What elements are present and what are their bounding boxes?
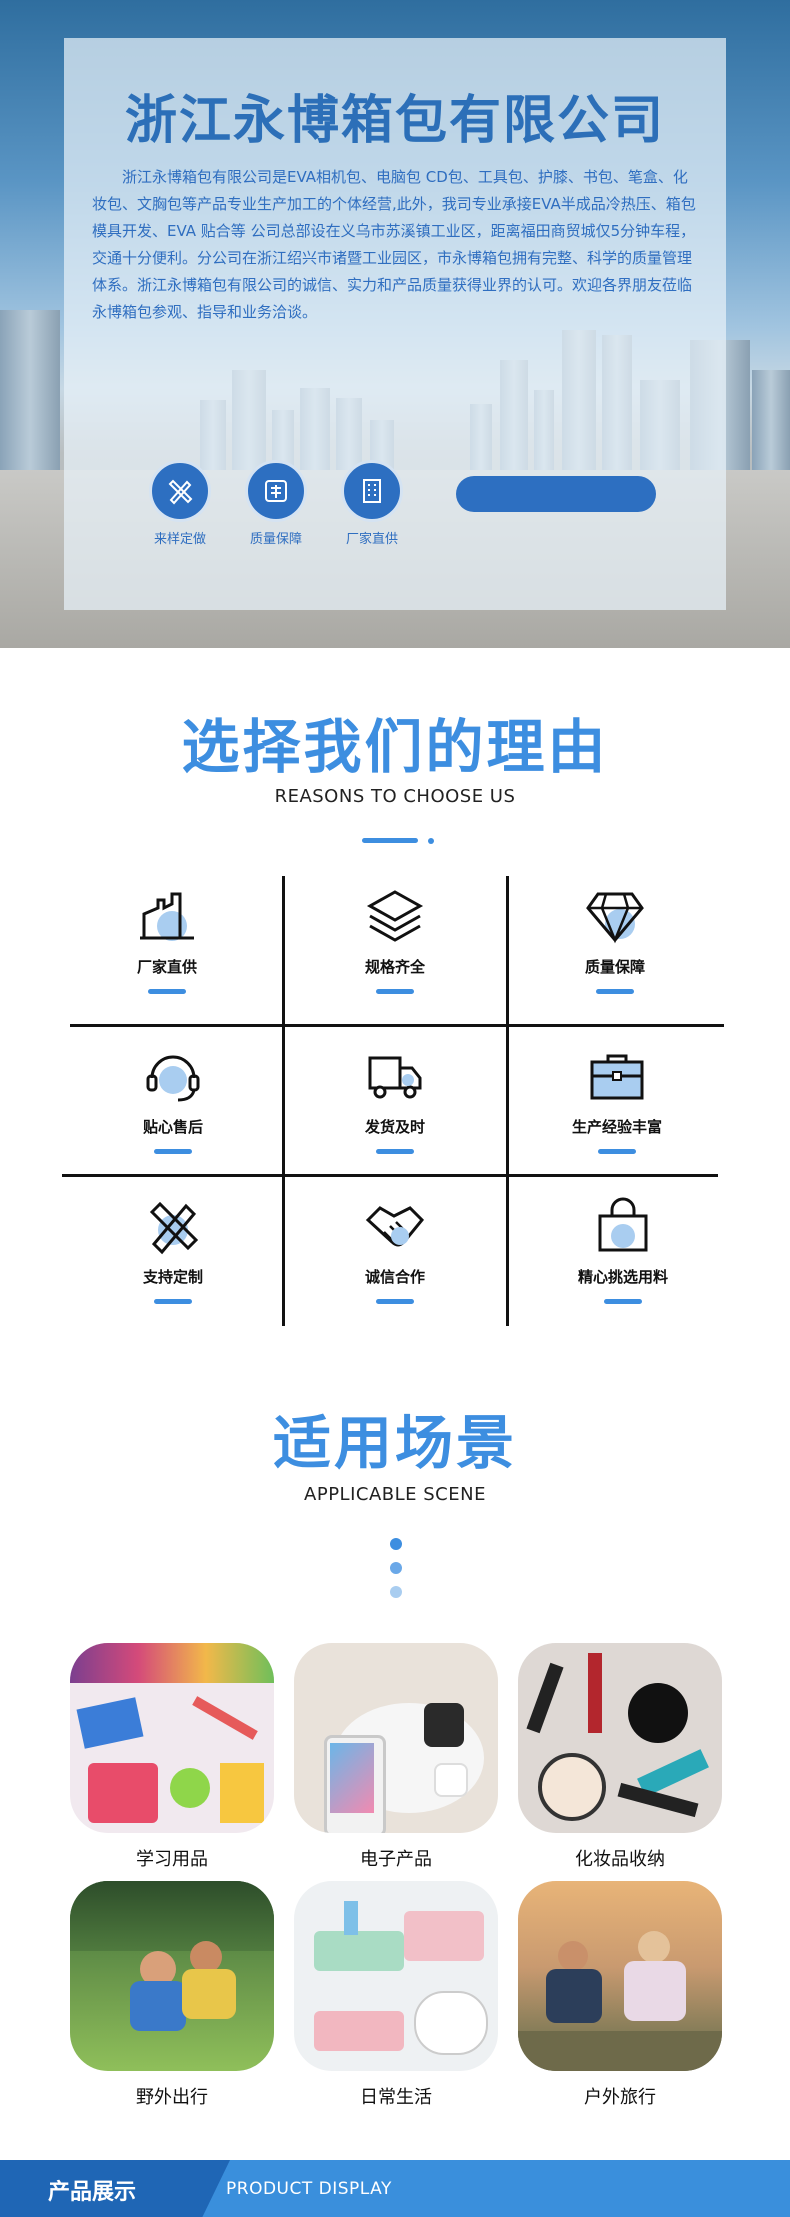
hero-cta-button[interactable] bbox=[456, 476, 656, 512]
grid-line bbox=[62, 1174, 718, 1177]
handshake-icon bbox=[364, 1196, 426, 1258]
feature-factory: 厂家直供 bbox=[324, 460, 420, 547]
reason-label: 发货及时 bbox=[364, 1118, 425, 1136]
scene-image bbox=[70, 1881, 274, 2071]
product-display-tab bbox=[0, 2160, 230, 2217]
reason-underline bbox=[154, 1149, 192, 1154]
scenes-title: 适用场景 bbox=[272, 1409, 517, 1477]
scene-stationery[interactable]: 学习用品 bbox=[70, 1643, 274, 1871]
grid-line bbox=[506, 876, 509, 1326]
reason-delivery: 发货及时 bbox=[290, 1046, 500, 1154]
product-display-subtitle: PRODUCT DISPLAY bbox=[226, 2179, 392, 2199]
factory-icon bbox=[136, 886, 198, 948]
scene-travel[interactable]: 户外旅行 bbox=[518, 1881, 722, 2109]
reason-label: 支持定制 bbox=[142, 1268, 203, 1286]
scene-daily[interactable]: 日常生活 bbox=[294, 1881, 498, 2109]
toolbox-icon bbox=[586, 1046, 648, 1108]
company-title: 浙江永博箱包有限公司 bbox=[124, 91, 665, 151]
reasons-title: 选择我们的理由 bbox=[181, 713, 609, 781]
reason-label: 质量保障 bbox=[584, 958, 645, 976]
reason-underline bbox=[596, 989, 634, 994]
scene-label: 户外旅行 bbox=[584, 2087, 656, 2108]
scene-image bbox=[518, 1881, 722, 2071]
company-intro: 浙江永博箱包有限公司是EVA相机包、电脑包 CD包、工具包、护膝、书包、笔盒、化… bbox=[92, 168, 696, 321]
reason-label: 生产经验丰富 bbox=[571, 1118, 662, 1136]
reason-label: 厂家直供 bbox=[136, 958, 197, 976]
reason-label: 诚信合作 bbox=[364, 1268, 425, 1286]
reason-spec: 规格齐全 bbox=[290, 886, 500, 994]
quality-seal-icon bbox=[245, 460, 307, 522]
pencil-ruler-icon bbox=[142, 1196, 204, 1258]
scene-label: 野外出行 bbox=[136, 2087, 208, 2108]
reason-underline bbox=[604, 1299, 642, 1304]
reasons-subtitle: REASONS TO CHOOSE US bbox=[274, 786, 516, 807]
divider-dot bbox=[428, 838, 434, 844]
scene-image bbox=[294, 1643, 498, 1833]
feature-label: 质量保障 bbox=[249, 532, 302, 547]
reason-underline bbox=[376, 1149, 414, 1154]
feature-custom: 来样定做 bbox=[132, 460, 228, 547]
reason-underline bbox=[154, 1299, 192, 1304]
pencil-ruler-icon bbox=[149, 460, 211, 522]
reason-label: 规格齐全 bbox=[364, 958, 425, 976]
building bbox=[752, 370, 790, 470]
scene-outing[interactable]: 野外出行 bbox=[70, 1881, 274, 2109]
reason-underline bbox=[376, 1299, 414, 1304]
grid-line bbox=[70, 1024, 724, 1027]
reason-underline bbox=[376, 989, 414, 994]
feature-label: 来样定做 bbox=[153, 532, 206, 547]
feature-quality: 质量保障 bbox=[228, 460, 324, 547]
diamond-icon bbox=[584, 886, 646, 948]
scene-cosmetics[interactable]: 化妆品收纳 bbox=[518, 1643, 722, 1871]
reason-material: 精心挑选用料 bbox=[518, 1196, 728, 1304]
scene-label: 化妆品收纳 bbox=[575, 1849, 665, 1870]
scenes-subtitle: APPLICABLE SCENE bbox=[304, 1484, 486, 1505]
reason-integrity: 诚信合作 bbox=[290, 1196, 500, 1304]
factory-building-icon bbox=[341, 460, 403, 522]
reason-service: 贴心售后 bbox=[68, 1046, 278, 1154]
divider-bar bbox=[362, 838, 418, 843]
headset-icon bbox=[142, 1046, 204, 1108]
divider-dot bbox=[390, 1562, 402, 1574]
scene-image bbox=[70, 1643, 274, 1833]
scene-electronics[interactable]: 电子产品 bbox=[294, 1643, 498, 1871]
reason-underline bbox=[598, 1149, 636, 1154]
reason-underline bbox=[148, 989, 186, 994]
layers-icon bbox=[364, 886, 426, 948]
building bbox=[0, 310, 60, 470]
shopping-bag-icon bbox=[592, 1196, 654, 1258]
reason-label: 精心挑选用料 bbox=[577, 1268, 668, 1286]
reason-quality: 质量保障 bbox=[510, 886, 720, 994]
divider-dot bbox=[390, 1586, 402, 1598]
product-display-title: 产品展示 bbox=[48, 2180, 137, 2205]
scene-label: 日常生活 bbox=[360, 2087, 432, 2108]
grid-line bbox=[282, 876, 285, 1326]
scene-label: 电子产品 bbox=[360, 1849, 432, 1870]
reason-label: 贴心售后 bbox=[142, 1118, 203, 1136]
divider-dot bbox=[390, 1538, 402, 1550]
feature-label: 厂家直供 bbox=[345, 532, 398, 547]
reason-custom: 支持定制 bbox=[68, 1196, 278, 1304]
scene-image bbox=[518, 1643, 722, 1833]
reason-experience: 生产经验丰富 bbox=[512, 1046, 722, 1154]
scene-label: 学习用品 bbox=[136, 1849, 208, 1870]
reason-factory: 厂家直供 bbox=[62, 886, 272, 994]
scene-image bbox=[294, 1881, 498, 2071]
truck-icon bbox=[364, 1046, 426, 1108]
